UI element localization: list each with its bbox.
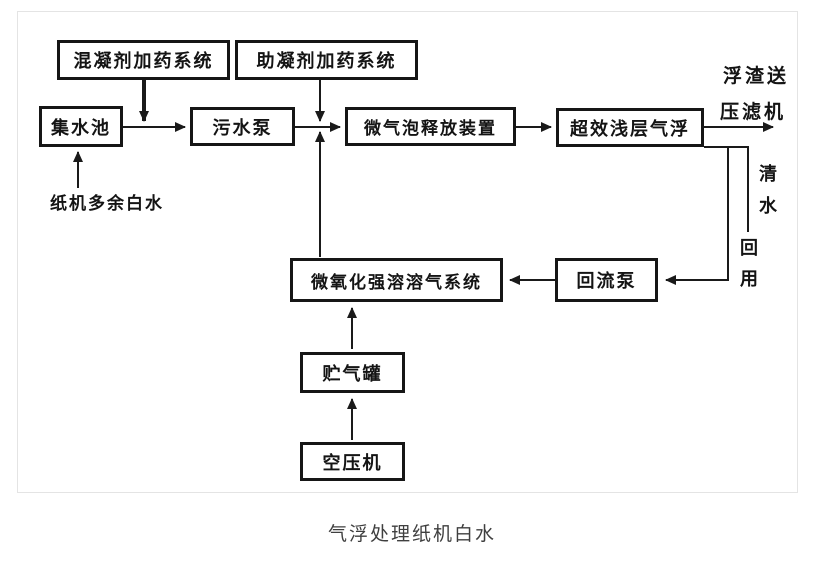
label-scum-to-press-line2: 压滤机 [720,101,787,123]
node-coagulant-dosing-system: 混凝剂加药系统 [57,40,230,80]
node-shallow-air-flotation: 超效浅层气浮 [556,108,704,147]
label-reuse: 回用 [740,238,758,290]
node-microbubble-release-unit: 微气泡释放装置 [345,107,516,146]
node-air-compressor: 空压机 [300,442,405,481]
label-scum-to-press-line1: 浮渣送 [723,65,790,87]
edge-flotation-to-reflux [665,147,729,285]
node-air-dissolving-system: 微氧化强溶溶气系统 [290,258,503,302]
label-clear-water: 清水 [759,164,777,217]
edge-clear-water-outlet [704,146,749,232]
label-inflow-white-water: 纸机多余白水 [50,194,164,214]
node-gas-storage-tank: 贮气罐 [300,352,405,393]
node-sewage-pump: 污水泵 [190,107,295,146]
diagram-caption: 气浮处理纸机白水 [327,523,496,545]
node-aid-dosing-system: 助凝剂加药系统 [235,40,418,80]
diagram-frame [17,11,798,493]
node-reflux-pump: 回流泵 [555,258,658,302]
node-collecting-sump: 集水池 [39,106,123,147]
